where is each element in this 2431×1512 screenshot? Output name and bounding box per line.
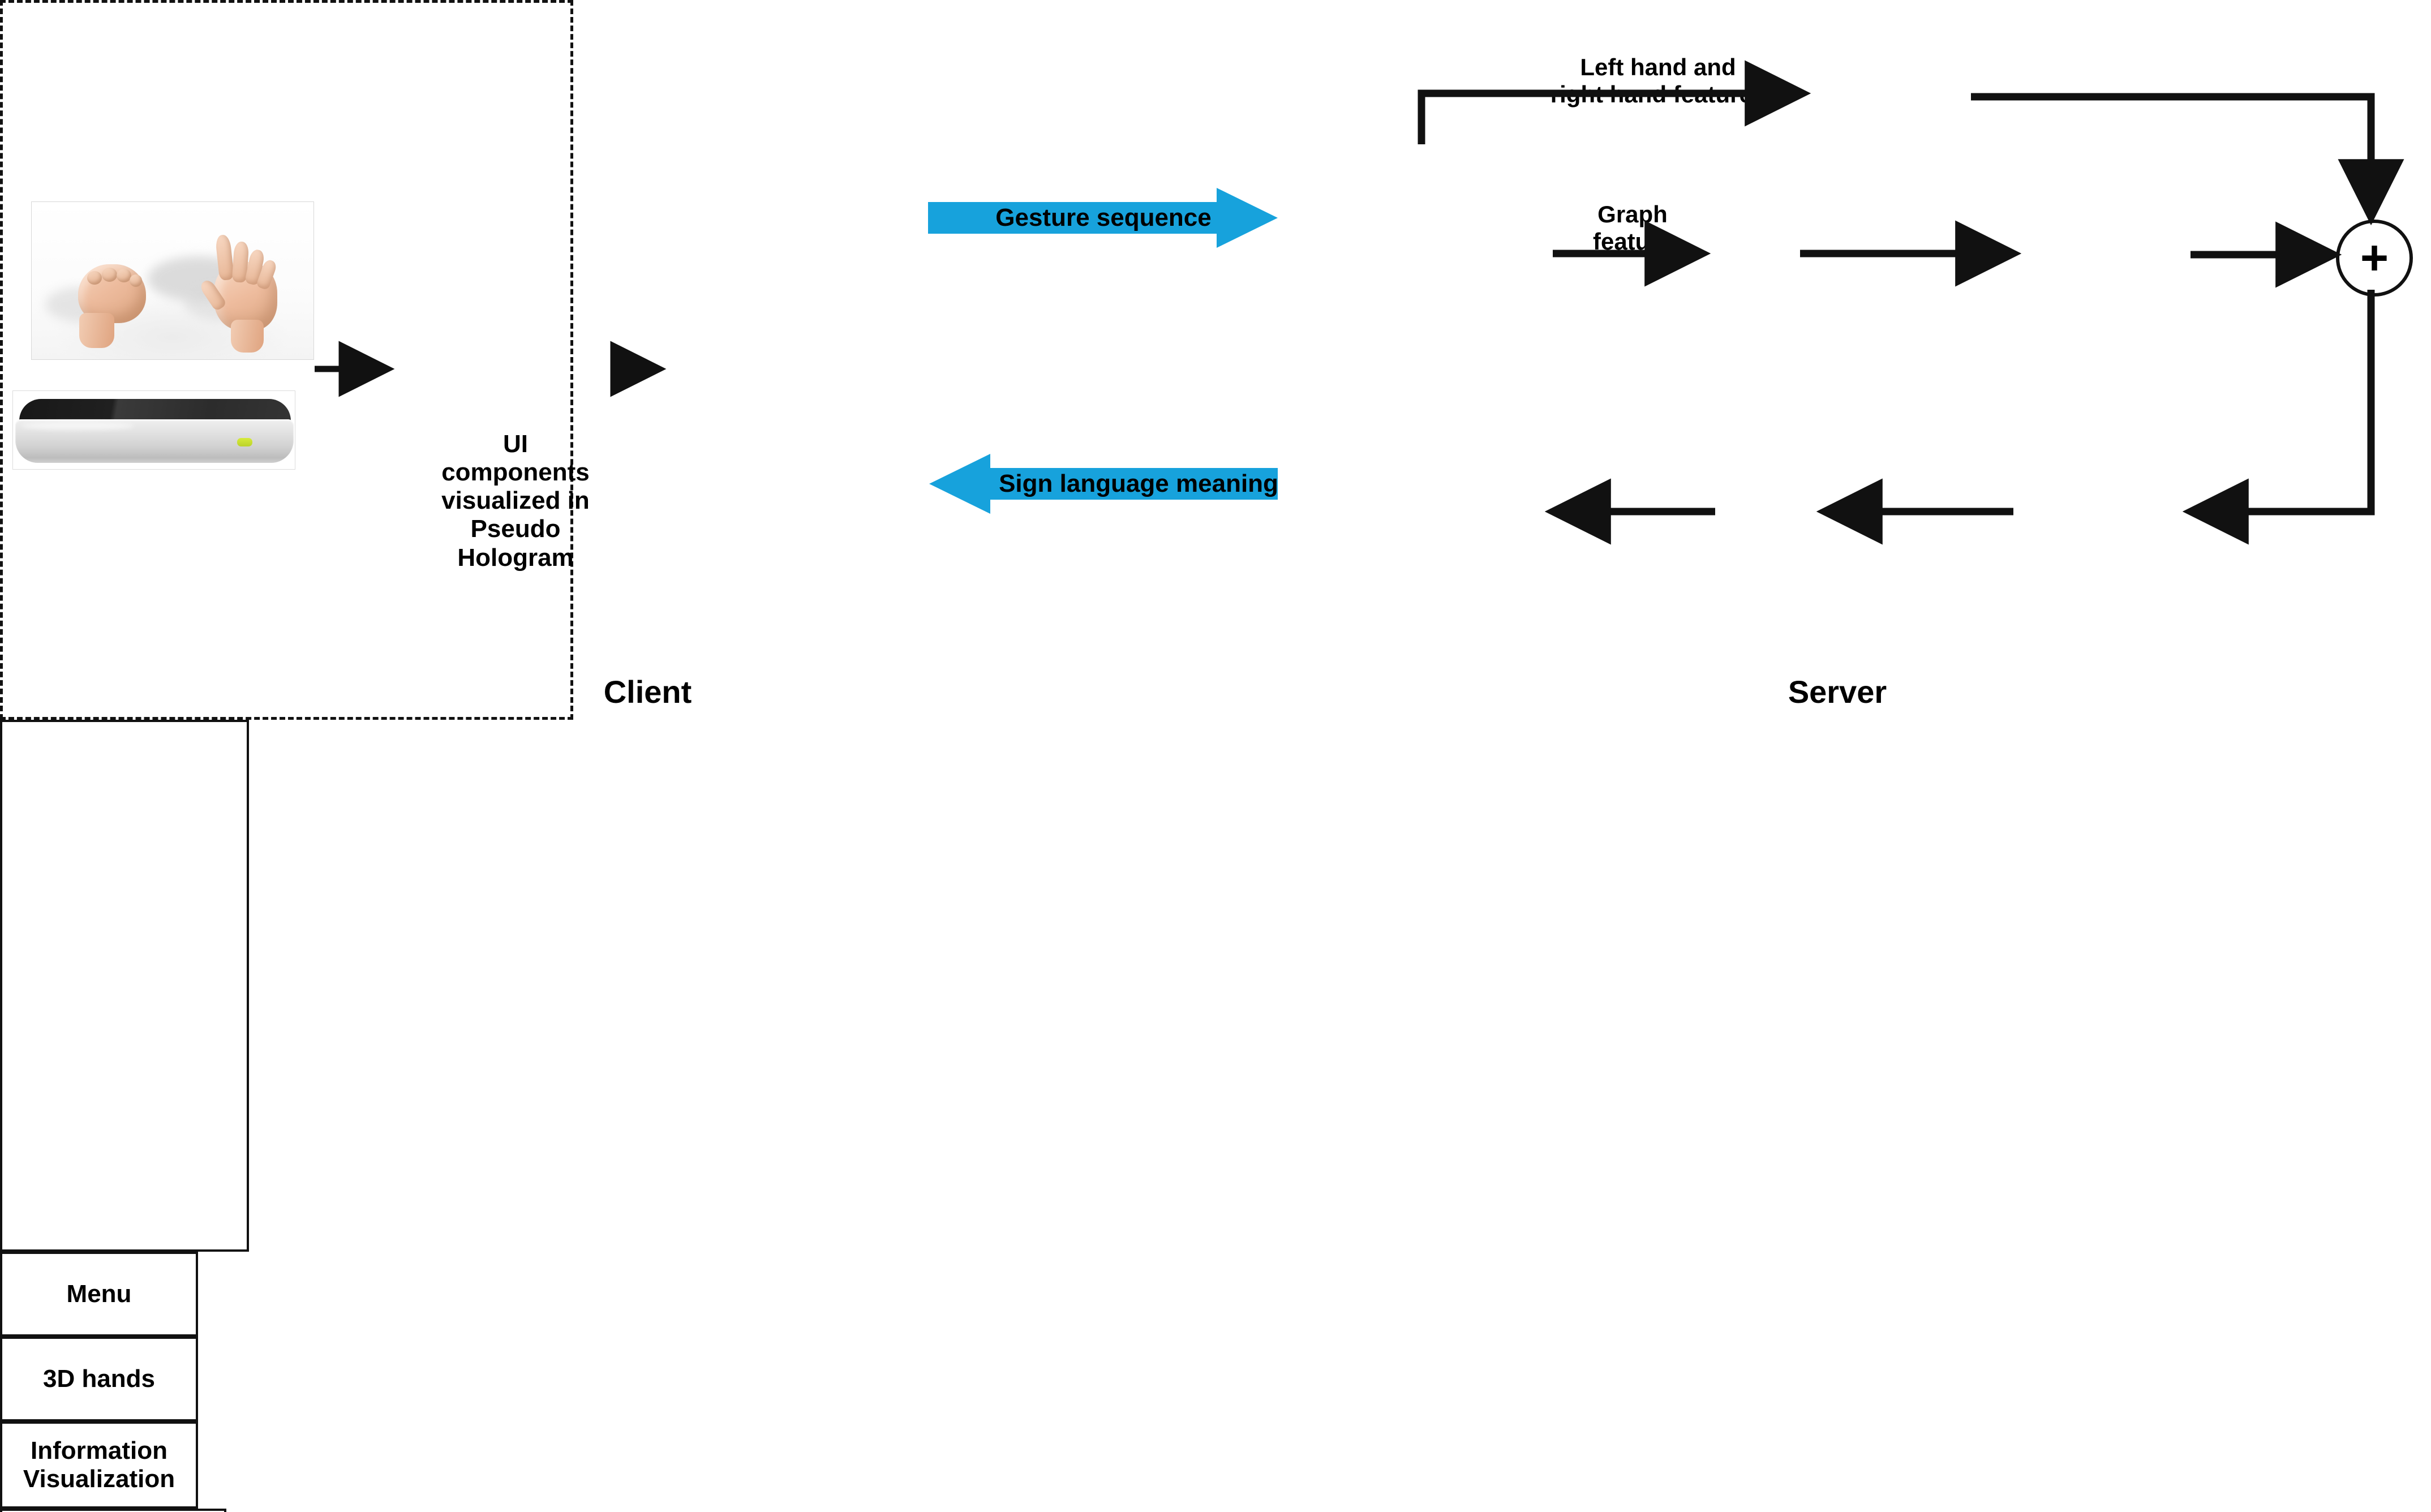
sign-language-meaning-arrow-label: Sign language meaning bbox=[999, 470, 1278, 497]
fist-knuckle bbox=[117, 269, 131, 282]
hands-photo-scene bbox=[32, 202, 313, 359]
data-communication-box[interactable]: Data Communication bbox=[0, 1509, 226, 1512]
sign-language-meaning-arrow-shape bbox=[929, 454, 1278, 514]
addition-node: + bbox=[2336, 220, 2413, 297]
graph-feature-edge-label: Graph feature bbox=[1592, 201, 1673, 255]
sign-language-meaning-arrow: Sign language meaning bbox=[928, 453, 1279, 515]
skip-connection-connector bbox=[1971, 93, 2404, 226]
gesture-sequence-arrow-shape bbox=[928, 188, 1278, 248]
ui-components-caption: UI components visualized in Pseudo Holog… bbox=[441, 430, 590, 572]
device-glare bbox=[21, 422, 135, 430]
leap-motion-controller bbox=[12, 390, 295, 470]
hands-photo bbox=[31, 201, 314, 360]
3d-hands-box[interactable]: 3D hands bbox=[0, 1337, 198, 1421]
hand-features-edge-label: Left hand and right hand features bbox=[1550, 54, 1766, 108]
client-region bbox=[0, 0, 573, 720]
sum-to-fully-connected-connector bbox=[2182, 290, 2375, 545]
ok-gesture-hand bbox=[198, 234, 278, 330]
client-region-label: Client bbox=[603, 674, 692, 710]
menu-box[interactable]: Menu bbox=[0, 1252, 198, 1337]
plus-icon: + bbox=[2360, 231, 2389, 285]
ok-hand-wrist bbox=[231, 320, 264, 353]
gesture-sequence-arrow: Gesture sequence bbox=[928, 187, 1279, 249]
fist-knuckle bbox=[87, 271, 102, 285]
index-finger bbox=[214, 234, 235, 281]
ui-components-panel bbox=[0, 720, 249, 1252]
fist-wrist bbox=[79, 313, 114, 348]
device-led-indicator bbox=[237, 437, 253, 446]
information-visualization-box[interactable]: Information Visualization bbox=[0, 1421, 198, 1509]
fist-knuckle bbox=[102, 268, 117, 282]
gesture-sequence-arrow-label: Gesture sequence bbox=[995, 204, 1212, 231]
fist-knuckle bbox=[130, 274, 142, 287]
server-region-label: Server bbox=[1788, 674, 1887, 710]
